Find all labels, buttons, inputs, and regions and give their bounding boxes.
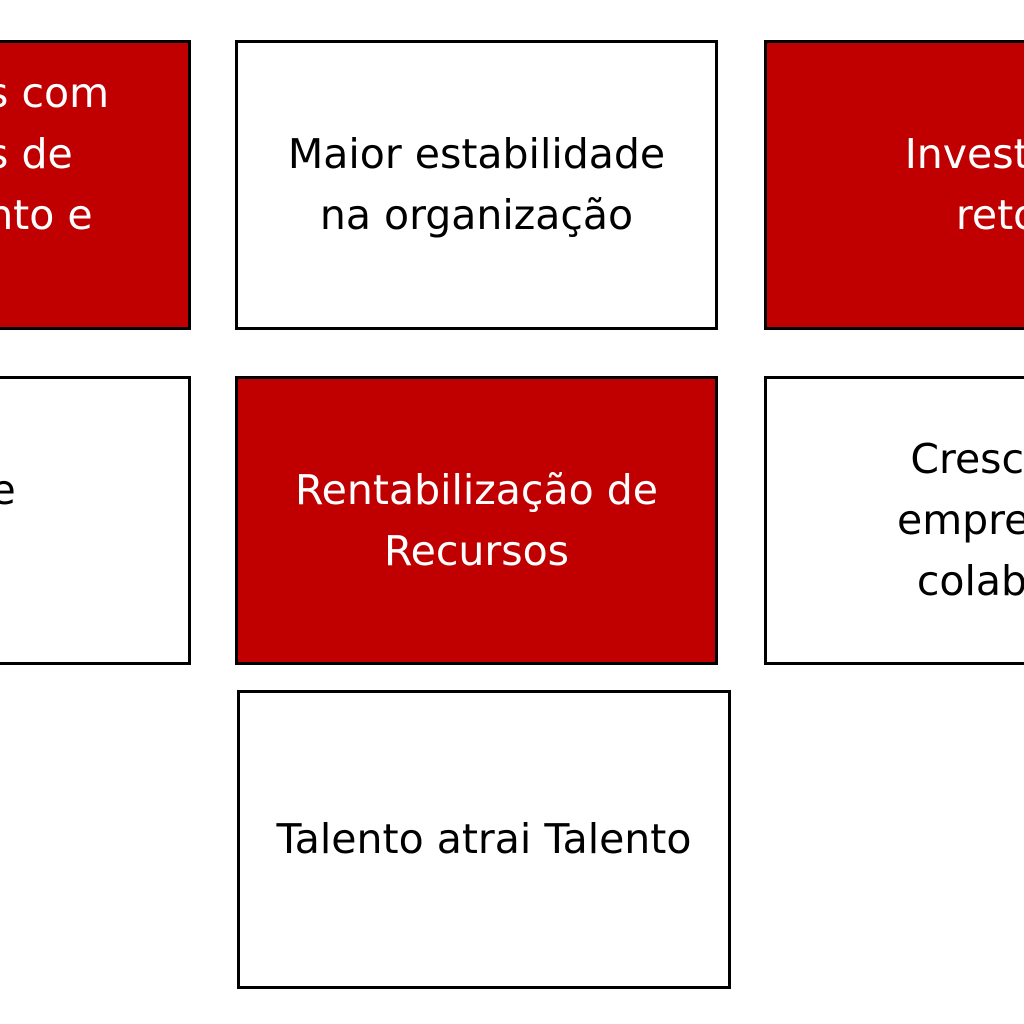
- box-partial-middle-left: vação e dade: [0, 376, 191, 665]
- box-rentabilizacao-recursos: Rentabilização de Recursos: [235, 376, 718, 665]
- box-label: Crescime empresa a colabora: [896, 435, 1024, 605]
- box-partial-middle-right: Crescime empresa a colabora: [764, 376, 1024, 665]
- box-label: Talento atrai Talento: [276, 815, 692, 863]
- box-partial-top-left: os com os de ento e o: [0, 40, 191, 330]
- box-maior-estabilidade: Maior estabilidade na organização: [235, 40, 718, 330]
- box-label: Maior estabilidade na organização: [287, 130, 666, 239]
- box-partial-top-right: Investime retor: [764, 40, 1024, 330]
- box-talento-atrai-talento: Talento atrai Talento: [237, 690, 731, 989]
- box-label: Investime retor: [904, 130, 1024, 239]
- box-label: Rentabilização de Recursos: [295, 465, 658, 575]
- box-label: vação e dade: [0, 460, 16, 582]
- box-label: os com os de ento e o: [0, 69, 110, 239]
